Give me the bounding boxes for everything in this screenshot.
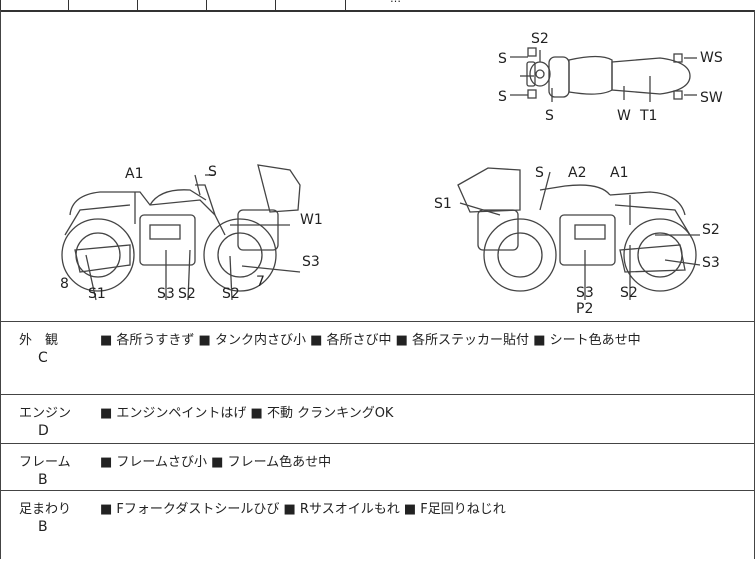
condition-text: ■ フレームさび小 ■ フレーム色あせ中 xyxy=(100,455,332,470)
label-s2-left-2: S2 xyxy=(222,286,240,302)
label-s2-right: S2 xyxy=(620,285,638,301)
label-ws-top: WS xyxy=(700,50,723,66)
header-cell xyxy=(0,0,1,10)
condition-text: ■ 各所うすきず ■ タンク内さび小 ■ 各所さび中 ■ 各所ステッカー貼付 ■… xyxy=(100,333,641,348)
label-s-top-left-1: S xyxy=(498,51,507,67)
condition-row-suspension: 足まわり B ■ Fフォークダストシールひび ■ Rサスオイルもれ ■ F足回り… xyxy=(0,490,755,562)
condition-text: ■ Fフォークダストシールひび ■ Rサスオイルもれ ■ F足回りねじれ xyxy=(100,502,506,517)
header-cell xyxy=(137,0,138,10)
label-s-top-bottom: S xyxy=(545,108,554,124)
label-a1-right: A1 xyxy=(610,165,628,181)
label-s-right: S xyxy=(535,165,544,181)
header-cell xyxy=(68,0,69,10)
label-sw-top: SW xyxy=(700,90,723,106)
condition-row-engine: エンジン D ■ エンジンペイントはげ ■ 不動 クランキングOK xyxy=(0,394,755,443)
label-s2-top: S2 xyxy=(531,31,549,47)
condition-category: 外 観 xyxy=(19,333,59,348)
label-s2-left-1: S2 xyxy=(178,286,196,302)
header-cell xyxy=(345,0,346,10)
label-s1-right: S1 xyxy=(434,196,452,212)
label-t1-top: T1 xyxy=(639,108,657,124)
label-s-top-left-2: S xyxy=(498,89,507,105)
label-p2-right: P2 xyxy=(576,301,593,317)
label-s2-right-side: S2 xyxy=(702,222,720,238)
label-w1-left: W1 xyxy=(300,212,323,228)
label-w-top: W xyxy=(617,108,631,124)
header-cell xyxy=(275,0,276,10)
label-s3-right-side: S3 xyxy=(702,255,720,271)
header-table-strip: … xyxy=(0,0,755,12)
label-s-left: S xyxy=(208,164,217,180)
header-partial-text: … xyxy=(390,0,401,5)
condition-grade: B xyxy=(38,472,48,488)
motorcycle-right-view-icon xyxy=(457,167,701,300)
label-s3-left-right: S3 xyxy=(302,254,320,270)
damage-diagram: S2 S S S W T1 WS SW A1 S W1 S3 8 S1 S3 S… xyxy=(0,10,755,321)
label-a2-right: A2 xyxy=(568,165,586,181)
label-a1-left: A1 xyxy=(125,166,143,182)
label-s3-right: S3 xyxy=(576,285,594,301)
label-8-left: 8 xyxy=(60,276,69,292)
condition-grade: B xyxy=(38,519,48,535)
condition-row-exterior: 外 観 C ■ 各所うすきず ■ タンク内さび小 ■ 各所さび中 ■ 各所ステッ… xyxy=(0,321,755,394)
condition-grade: C xyxy=(38,350,48,366)
condition-category: 足まわり xyxy=(19,502,72,517)
label-s3-left: S3 xyxy=(157,286,175,302)
condition-row-frame: フレーム B ■ フレームさび小 ■ フレーム色あせ中 xyxy=(0,443,755,490)
motorcycle-left-view-icon xyxy=(61,164,301,301)
condition-category: エンジン xyxy=(19,406,72,421)
header-cell xyxy=(206,0,207,10)
condition-grade: D xyxy=(38,423,49,439)
label-s1-left: S1 xyxy=(88,286,106,302)
motorcycle-top-view-icon xyxy=(510,47,697,102)
condition-category: フレーム xyxy=(19,455,71,470)
label-7-left: 7 xyxy=(256,274,265,290)
motorcycle-diagram-svg: S2 S S S W T1 WS SW A1 S W1 S3 8 S1 S3 S… xyxy=(60,31,723,317)
condition-text: ■ エンジンペイントはげ ■ 不動 クランキングOK xyxy=(100,406,394,421)
